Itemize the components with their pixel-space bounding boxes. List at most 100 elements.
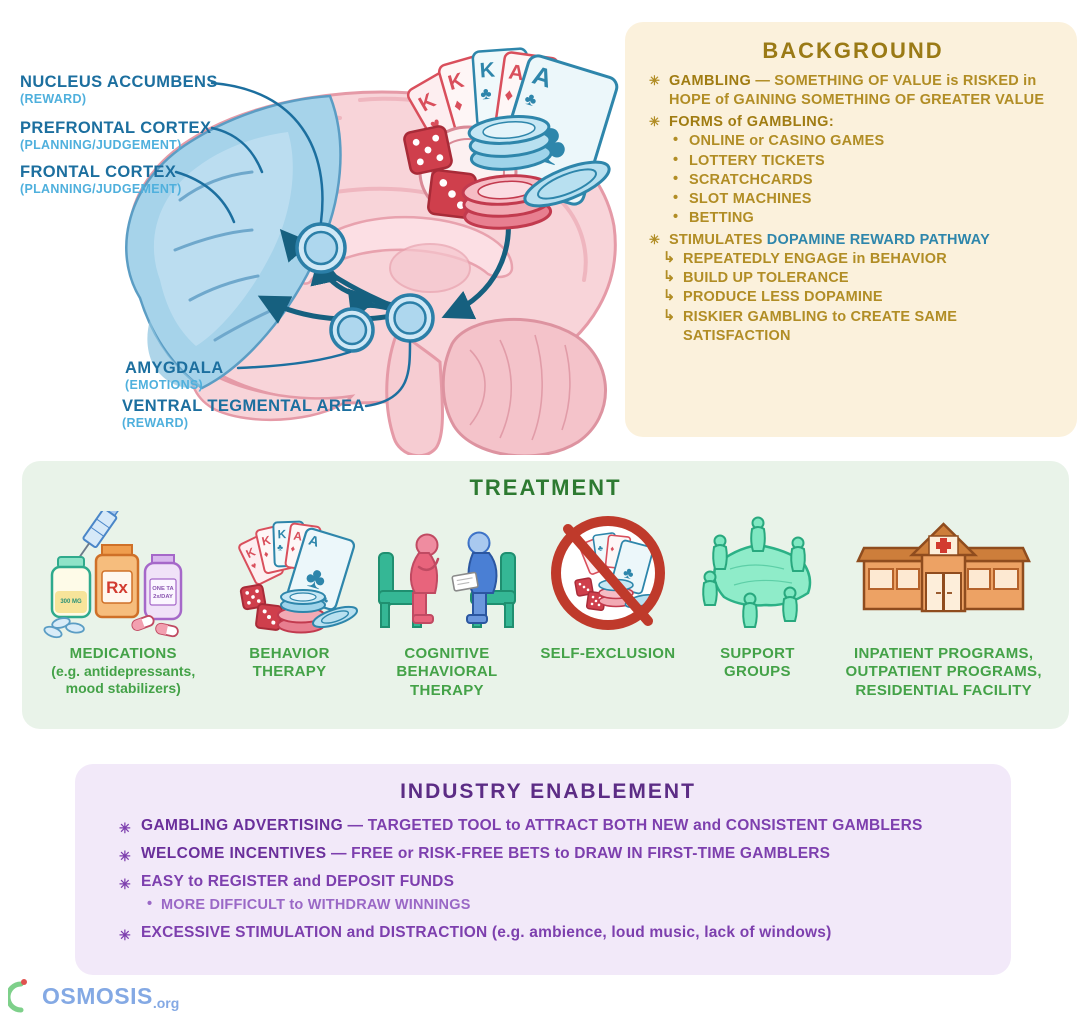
bullet-bold-text: WELCOME INCENTIVES xyxy=(141,844,327,862)
bullet-text: RISKIER GAMBLING to CREATE SAME SATISFAC… xyxy=(683,308,958,344)
svg-text:♣: ♣ xyxy=(276,542,282,552)
list-item: BUILD UP TOLERANCE xyxy=(663,268,1057,288)
bullet-bold-text: FORMS of GAMBLING: xyxy=(669,114,835,131)
list-item: EXCESSIVE STIMULATION and DISTRACTION (e… xyxy=(119,921,977,946)
treatment-label: SUPPORT GROUPS xyxy=(720,645,795,681)
svg-text:♥: ♥ xyxy=(249,560,258,571)
label-sub: (EMOTIONS) xyxy=(125,377,203,392)
svg-text:ONE TA: ONE TA xyxy=(153,586,175,592)
svg-text:300 MG: 300 MG xyxy=(61,599,83,605)
treatment-item-inpatient: INPATIENT PROGRAMS, OUTPATIENT PROGRAMS,… xyxy=(828,507,1059,700)
list-item: MORE DIFFICULT to WITHDRAW WINNINGS xyxy=(143,893,977,917)
svg-text:K: K xyxy=(260,533,272,549)
medications-icon: 300 MG Rx ONE TA 2x/DAY xyxy=(43,507,203,639)
svg-text:♣: ♣ xyxy=(522,88,539,111)
cards-chips-dice-icon: K ♥ K ♦ K ♣ A xyxy=(215,507,365,639)
bullet-text: EXCESSIVE STIMULATION and DISTRACTION (e… xyxy=(141,923,832,941)
svg-text:♦: ♦ xyxy=(610,544,615,553)
treatment-label: SELF-EXCLUSION xyxy=(540,645,676,662)
list-item: SLOT MACHINES xyxy=(669,189,1057,209)
treatment-label: BEHAVIOR THERAPY xyxy=(249,645,330,681)
label-amygdala: AMYGDALA (EMOTIONS) xyxy=(125,360,224,392)
treatment-label: INPATIENT PROGRAMS, OUTPATIENT PROGRAMS,… xyxy=(845,645,1042,699)
list-item: LOTTERY TICKETS xyxy=(669,150,1057,171)
background-list: GAMBLING — SOMETHING OF VALUE is RISKED … xyxy=(649,72,1057,346)
osmosis-logo-icon xyxy=(8,979,27,1013)
bullet-text: — FREE or RISK-FREE BETS to DRAW IN FIRS… xyxy=(326,844,831,862)
osmosis-logo-suffix: .org xyxy=(152,995,180,1011)
svg-text:♣: ♣ xyxy=(319,594,329,608)
treatment-label: MEDICATIONS xyxy=(69,645,177,662)
frontal-cortex-region xyxy=(125,94,342,390)
list-item: ONLINE or CASINO GAMES xyxy=(669,131,1057,151)
bullet-bold-text: GAMBLING ADVERTISING xyxy=(141,817,344,834)
poker-chips-icon xyxy=(461,115,611,230)
label-title: NUCLEUS ACCUMBENS xyxy=(20,73,218,91)
bullet-text: — TARGETED TOOL to ATTRACT BOTH NEW and … xyxy=(343,817,923,834)
list-item: FORMS of GAMBLING: xyxy=(649,113,1057,132)
svg-text:♣: ♣ xyxy=(621,564,636,583)
vta-node xyxy=(385,293,435,343)
label-title: FRONTAL CORTEX xyxy=(20,163,177,181)
industry-enablement-panel: INDUSTRY ENABLEMENT GAMBLING ADVERTISING… xyxy=(75,764,1011,975)
label-leader-lines xyxy=(174,81,412,408)
treatment-item-support-groups: SUPPORT GROUPS xyxy=(686,507,828,682)
svg-text:♦: ♦ xyxy=(503,85,515,105)
label-title: AMYGDALA xyxy=(125,359,224,377)
label-ventral-tegmental-area: VENTRAL TEGMENTAL AREA (REWARD) xyxy=(122,398,365,430)
list-item: GAMBLING — SOMETHING OF VALUE is RISKED … xyxy=(649,72,1057,110)
bullet-text: SCRATCHCARDS xyxy=(689,171,813,188)
list-item: PRODUCE LESS DOPAMINE xyxy=(663,287,1057,307)
background-panel: BACKGROUND GAMBLING — SOMETHING OF VALUE… xyxy=(625,22,1077,437)
background-title: BACKGROUND xyxy=(762,38,944,63)
svg-text:♦: ♦ xyxy=(290,543,296,554)
therapy-session-icon xyxy=(367,507,527,639)
label-sub: (PLANNING/JUDGEMENT) xyxy=(20,137,182,152)
label-prefrontal-cortex: PREFRONTAL CORTEX (PLANNING/JUDGEMENT) xyxy=(20,120,211,152)
svg-text:♦: ♦ xyxy=(262,549,269,560)
dice-icon xyxy=(403,125,477,219)
list-item: BETTING xyxy=(669,208,1057,228)
bullet-text: LOTTERY TICKETS xyxy=(689,152,825,169)
bullet-bold-text: GAMBLING xyxy=(669,73,752,89)
svg-text:K: K xyxy=(277,527,286,541)
treatment-items: 300 MG Rx ONE TA 2x/DAY xyxy=(32,507,1059,700)
treatment-title: TREATMENT xyxy=(469,475,622,500)
treatment-item-behavior-therapy: K ♥ K ♦ K ♣ A xyxy=(215,507,365,682)
clinic-building-icon xyxy=(856,507,1032,639)
bullet-text: BUILD UP TOLERANCE xyxy=(683,270,849,287)
bullet-text: BETTING xyxy=(689,209,755,226)
list-item: REPEATEDLY ENGAGE in BEHAVIOR xyxy=(663,249,1057,269)
label-title: VENTRAL TEGMENTAL AREA xyxy=(122,397,365,415)
list-item: STIMULATES DOPAMINE REWARD PATHWAY xyxy=(649,231,1057,250)
bullet-text: STIMULATES xyxy=(669,232,767,248)
svg-text:K: K xyxy=(446,69,467,95)
brain-gambling-illustration: K ♥ K ♦ K ♣ A ♦ A ♣ ♣ ♣ xyxy=(125,47,619,455)
bullet-text: EASY to REGISTER and DEPOSIT FUNDS xyxy=(141,872,455,890)
bullet-text: — SOMETHING OF VALUE is RISKED in HOPE o… xyxy=(669,73,1045,109)
bullet-text: PRODUCE LESS DOPAMINE xyxy=(683,289,883,306)
bullet-accent-text: DOPAMINE REWARD PATHWAY xyxy=(766,232,990,248)
svg-text:A: A xyxy=(292,529,303,544)
svg-text:♣: ♣ xyxy=(480,84,492,104)
svg-text:♣: ♣ xyxy=(597,543,604,553)
list-item: GAMBLING ADVERTISING — TARGETED TOOL to … xyxy=(119,814,977,839)
label-title: PREFRONTAL CORTEX xyxy=(20,119,212,137)
treatment-item-cbt: COGNITIVE BEHAVIORAL THERAPY xyxy=(365,507,530,700)
list-item: SCRATCHCARDS xyxy=(669,170,1057,190)
list-item: RISKIER GAMBLING to CREATE SAME SATISFAC… xyxy=(663,306,1057,346)
amygdala-node xyxy=(329,307,375,353)
bullet-text: SLOT MACHINES xyxy=(689,190,812,207)
list-item: WELCOME INCENTIVES — FREE or RISK-FREE B… xyxy=(119,842,977,867)
treatment-label: COGNITIVE BEHAVIORAL THERAPY xyxy=(396,645,498,699)
osmosis-logo: OSMOSIS .org xyxy=(8,978,179,1014)
support-group-icon xyxy=(682,507,832,639)
svg-text:Rx: Rx xyxy=(106,578,128,597)
bullet-text: ONLINE or CASINO GAMES xyxy=(689,133,885,150)
bullet-text: REPEATEDLY ENGAGE in BEHAVIOR xyxy=(683,251,947,268)
treatment-item-self-exclusion: ♥ ♣ ♦ ♣ xyxy=(529,507,686,663)
svg-text:A: A xyxy=(306,532,320,550)
svg-text:2x/DAY: 2x/DAY xyxy=(153,594,173,600)
treatment-note: (e.g. antidepressants, mood stabilizers) xyxy=(51,663,196,697)
label-sub: (REWARD) xyxy=(122,415,189,430)
